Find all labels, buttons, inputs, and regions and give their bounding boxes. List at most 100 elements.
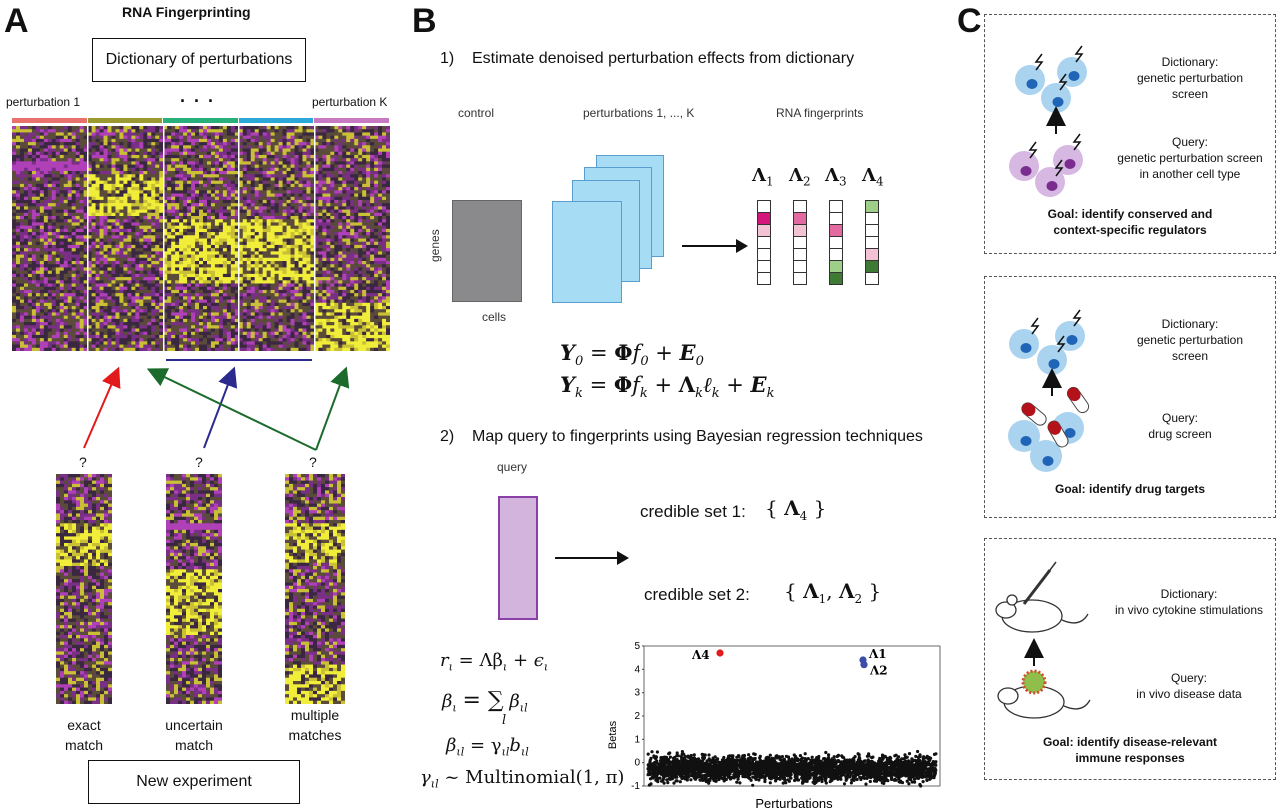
exact-match-label: exact match bbox=[44, 715, 124, 755]
goal-text: Goal: identify conserved and bbox=[1047, 207, 1213, 221]
purple-cells-box1 bbox=[1009, 145, 1083, 197]
background-point bbox=[921, 759, 925, 763]
background-point bbox=[747, 753, 751, 757]
background-point bbox=[899, 766, 903, 770]
background-point bbox=[658, 762, 662, 766]
background-point bbox=[672, 758, 677, 762]
credible-set-1-label: credible set 1: bbox=[640, 502, 746, 521]
equation-text: ~ Multinomial(1, π) bbox=[444, 767, 625, 788]
background-point bbox=[824, 781, 828, 785]
background-point bbox=[862, 764, 866, 768]
background-point bbox=[728, 754, 732, 758]
mouse-virus-icon bbox=[997, 669, 1091, 719]
background-point bbox=[926, 774, 930, 778]
box2-goal: Goal: identify drug targets bbox=[1054, 482, 1205, 496]
background-point bbox=[683, 760, 687, 764]
background-point bbox=[707, 753, 711, 757]
fingerprint-cell bbox=[865, 272, 879, 285]
background-point bbox=[735, 780, 739, 784]
y-tick-label: -1 bbox=[631, 781, 640, 792]
background-point bbox=[751, 783, 755, 787]
panel-a-letter: A bbox=[4, 2, 29, 40]
background-point bbox=[902, 768, 906, 772]
background-point bbox=[647, 783, 651, 787]
background-point bbox=[921, 780, 925, 784]
background-point bbox=[849, 781, 853, 785]
background-point bbox=[802, 765, 807, 769]
background-point bbox=[786, 778, 790, 782]
fingerprint-column-2 bbox=[793, 200, 807, 285]
background-point bbox=[717, 776, 721, 780]
background-point bbox=[781, 781, 785, 785]
background-point bbox=[771, 762, 775, 766]
step1-text: 1) Estimate denoised perturbation effect… bbox=[440, 50, 855, 67]
background-point bbox=[866, 773, 871, 777]
background-point bbox=[795, 772, 799, 776]
background-point bbox=[898, 764, 902, 768]
background-point bbox=[762, 767, 766, 772]
background-point bbox=[733, 762, 737, 766]
perturbation-band bbox=[238, 118, 314, 123]
background-point bbox=[707, 757, 711, 761]
lambda-label: Λ2 bbox=[789, 165, 811, 189]
dictionary-title: Dictionary: bbox=[1160, 587, 1218, 601]
background-point bbox=[798, 772, 802, 776]
background-point bbox=[700, 764, 704, 768]
query-description: in vivo disease data bbox=[1136, 687, 1242, 701]
background-point bbox=[752, 757, 757, 761]
background-point bbox=[704, 776, 708, 780]
background-point bbox=[655, 760, 659, 765]
y-tick-label: 1 bbox=[634, 734, 640, 745]
background-point bbox=[910, 774, 914, 778]
case-label-line: match bbox=[174, 737, 214, 753]
perturbation-band bbox=[87, 118, 163, 123]
background-point bbox=[714, 767, 718, 771]
background-point bbox=[658, 776, 662, 780]
query-title: Query: bbox=[1170, 671, 1207, 685]
background-point bbox=[738, 781, 742, 785]
background-point bbox=[731, 754, 735, 758]
mouse-syringe-icon bbox=[995, 561, 1089, 633]
background-point bbox=[932, 767, 936, 771]
background-point bbox=[915, 764, 919, 768]
background-point bbox=[820, 775, 824, 779]
background-point bbox=[803, 757, 807, 761]
lambda-symbol: Λ bbox=[752, 165, 766, 186]
background-point bbox=[922, 755, 926, 759]
background-point bbox=[768, 753, 772, 757]
background-point bbox=[893, 771, 897, 775]
background-point bbox=[784, 754, 788, 758]
lambda-subscript: 2 bbox=[802, 174, 811, 189]
background-point bbox=[741, 774, 745, 779]
control-label: control bbox=[458, 106, 495, 120]
background-point bbox=[906, 765, 910, 769]
background-point bbox=[870, 756, 874, 760]
highlighted-point-label: Λ4 bbox=[691, 648, 710, 662]
y-tick-label: 4 bbox=[634, 664, 640, 675]
background-point bbox=[784, 781, 788, 785]
background-point bbox=[783, 778, 787, 782]
case-label-line: match bbox=[64, 737, 104, 753]
background-point bbox=[674, 767, 679, 772]
background-point bbox=[684, 769, 688, 773]
background-point bbox=[754, 771, 758, 775]
background-point bbox=[785, 763, 789, 767]
background-point bbox=[769, 760, 773, 764]
background-point bbox=[885, 759, 889, 763]
background-point bbox=[778, 764, 782, 768]
y-tick-label: 3 bbox=[634, 688, 640, 699]
background-point bbox=[856, 758, 860, 762]
background-point bbox=[693, 764, 697, 768]
background-point bbox=[685, 778, 689, 782]
background-point bbox=[907, 782, 911, 786]
background-point bbox=[929, 769, 933, 773]
question-mark: ? bbox=[309, 454, 317, 470]
background-point bbox=[660, 779, 664, 783]
background-point bbox=[689, 770, 693, 774]
background-point bbox=[758, 754, 762, 758]
background-point bbox=[861, 760, 865, 764]
lambda-symbol: Λ bbox=[862, 165, 876, 186]
background-point bbox=[789, 760, 793, 765]
background-point bbox=[858, 775, 862, 779]
background-point bbox=[664, 774, 668, 778]
